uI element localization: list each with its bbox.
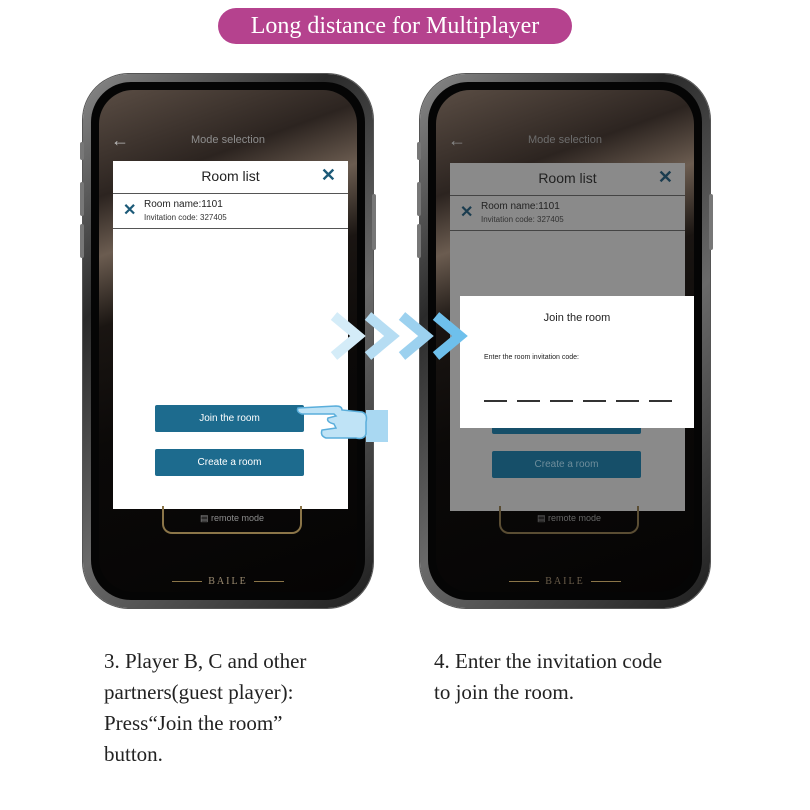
remote-mode-label: remote mode	[548, 513, 602, 523]
phone-right: ← Mode selection Room list ✕ ✕ Room name…	[417, 74, 713, 608]
remote-mode-button[interactable]: ▤ remote mode	[162, 506, 302, 534]
room-name: Room name:1101	[144, 199, 223, 210]
create-room-button[interactable]: Create a room	[155, 449, 304, 476]
join-dialog-title: Join the room	[543, 312, 611, 324]
invitation-code-input[interactable]	[484, 400, 672, 402]
remote-mode-button[interactable]: ▤ remote mode	[499, 506, 639, 534]
invitation-code: Invitation code: 327405	[144, 213, 227, 222]
create-room-button[interactable]: Create a room	[492, 451, 641, 478]
chevron-right-icon	[398, 312, 434, 360]
room-list-item[interactable]: ✕ Room name:1101 Invitation code: 327405	[450, 196, 685, 231]
room-list-title: Room list	[538, 170, 597, 186]
pointing-hand-icon	[296, 405, 388, 442]
room-list-item[interactable]: ✕ Room name:1101 Invitation code: 327405	[113, 194, 348, 229]
join-room-button[interactable]: Join the room	[155, 405, 304, 432]
chevron-right-icon	[330, 312, 366, 360]
brand-logo: BAILE	[99, 576, 357, 587]
title-banner: Long distance for Multiplayer	[218, 8, 572, 44]
back-arrow-icon[interactable]: ←	[111, 130, 129, 150]
remote-mode-icon: ▤	[536, 513, 546, 523]
remove-room-icon[interactable]: ✕	[123, 202, 137, 219]
invitation-code-label: Enter the room invitation code:	[484, 354, 579, 361]
phone-left: ← Mode selection Room list ✕ ✕ Room name…	[80, 74, 376, 608]
app-screen: ← Mode selection Room list ✕ ✕ Room name…	[99, 90, 357, 592]
join-room-dialog: Join the room Enter the room invitation …	[460, 296, 694, 428]
brand-logo: BAILE	[436, 576, 694, 587]
room-name: Room name:1101	[481, 201, 560, 212]
mode-selection-title: Mode selection	[528, 134, 602, 146]
back-arrow-icon[interactable]: ←	[448, 130, 466, 150]
close-icon[interactable]: ✕	[657, 167, 673, 187]
close-icon[interactable]: ✕	[320, 165, 336, 185]
step3-caption: 3. Player B, C and other partners(guest …	[104, 649, 307, 766]
remove-room-icon[interactable]: ✕	[460, 204, 474, 221]
remote-mode-label: remote mode	[211, 513, 265, 523]
invitation-code: Invitation code: 327405	[481, 215, 564, 224]
room-list-modal: Room list ✕ ✕ Room name:1101 Invitation …	[113, 161, 348, 509]
app-screen: ← Mode selection Room list ✕ ✕ Room name…	[436, 90, 694, 592]
chevron-right-icon	[364, 312, 400, 360]
remote-mode-icon: ▤	[199, 513, 209, 523]
mode-selection-title: Mode selection	[191, 134, 265, 146]
step4-caption: 4. Enter the invitation code to join the…	[434, 649, 663, 704]
chevron-right-icon	[432, 312, 468, 360]
room-list-title: Room list	[201, 168, 260, 184]
